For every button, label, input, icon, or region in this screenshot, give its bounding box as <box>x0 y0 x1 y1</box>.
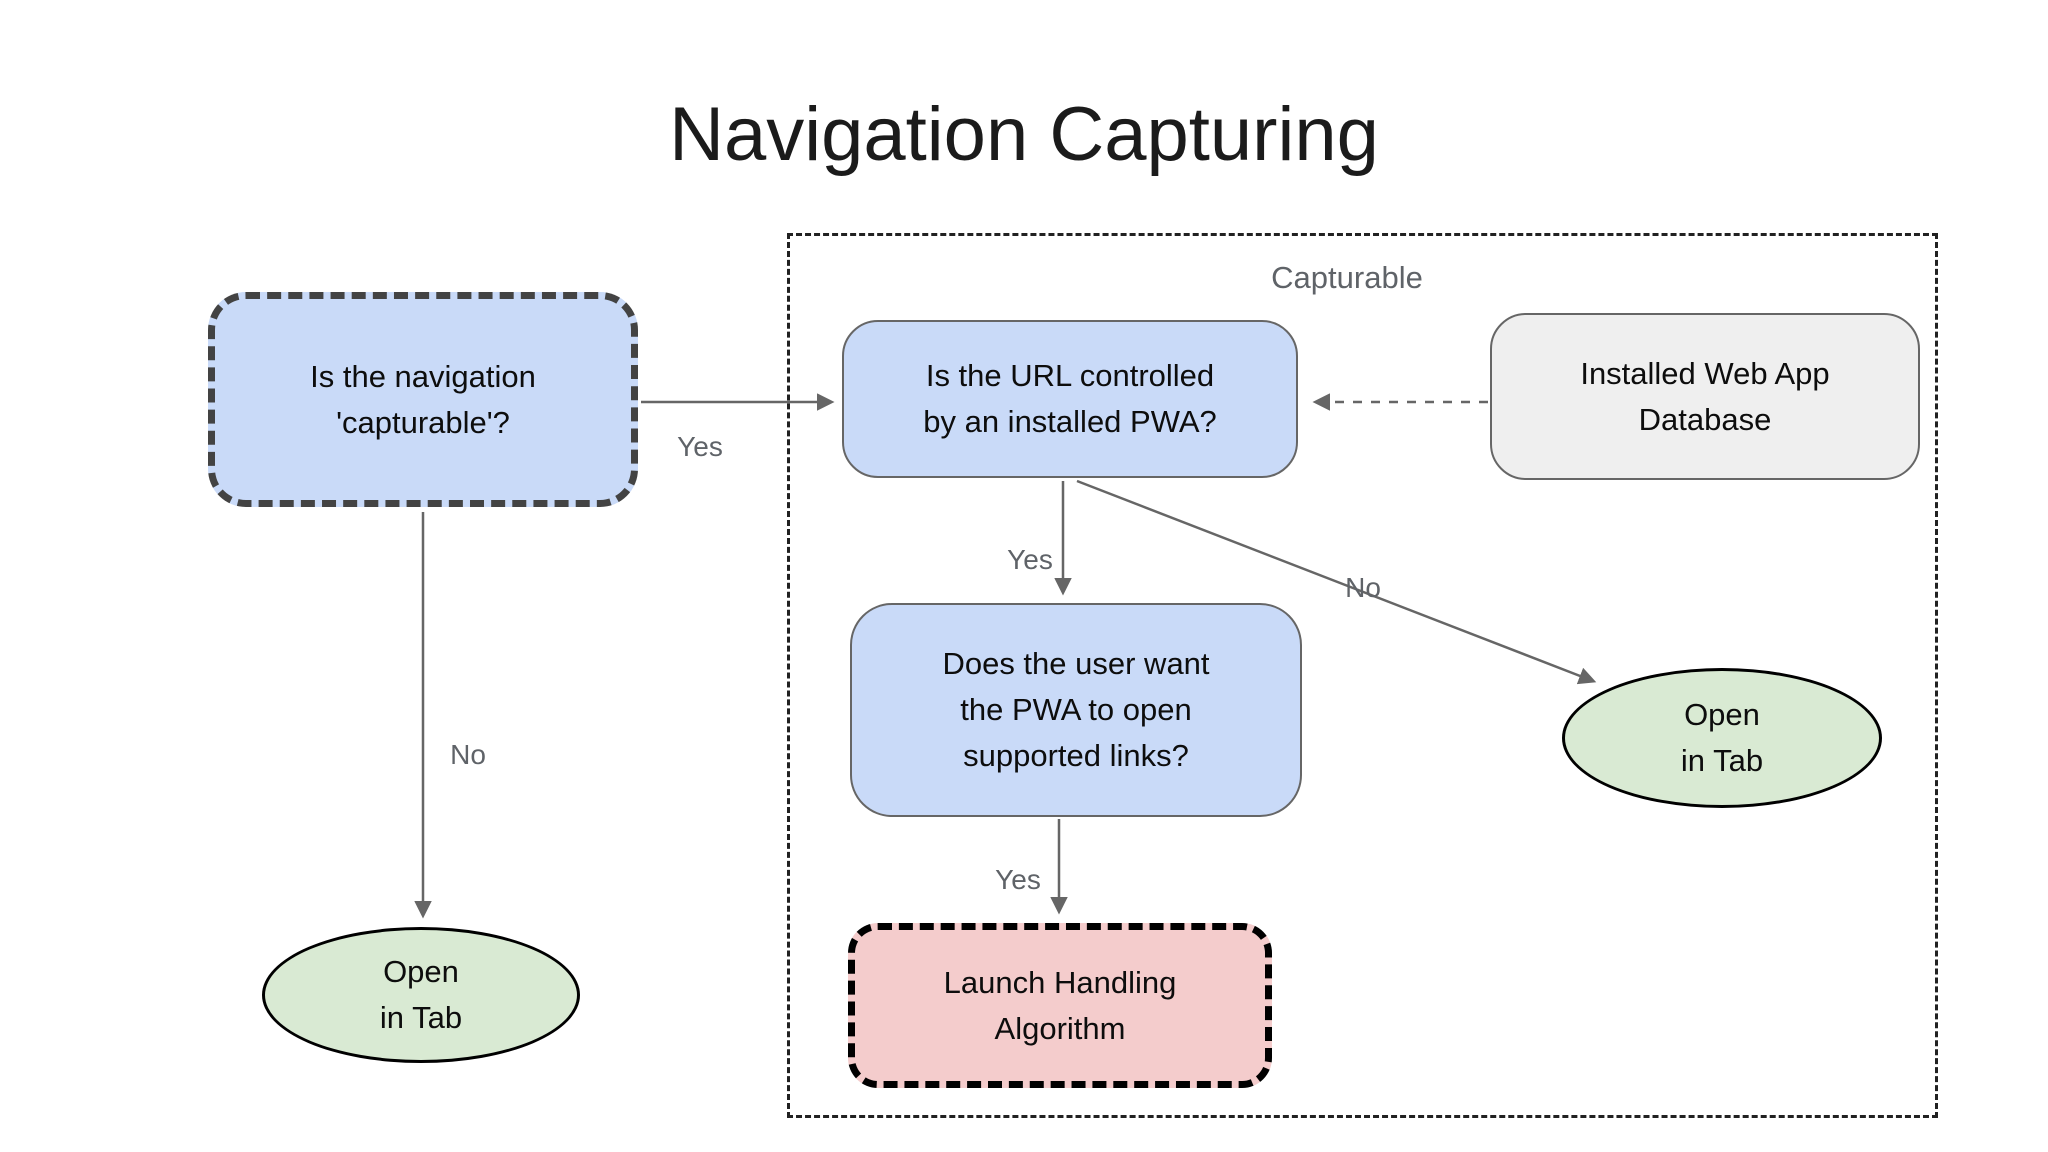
diagram-title: Navigation Capturing <box>669 92 1379 177</box>
node-is-url-controlled-by-pwa: Is the URL controlled by an installed PW… <box>842 320 1298 478</box>
node-open-in-tab-left: Open in Tab <box>262 927 580 1063</box>
edge-label-capturable-yes: Yes <box>677 431 723 462</box>
edge-label-does-yes: Yes <box>995 864 1041 895</box>
node-is-navigation-capturable: Is the navigation 'capturable'? <box>208 292 638 507</box>
node-launch-handling-algorithm: Launch Handling Algorithm <box>848 923 1272 1088</box>
edge-label-capturable-no: No <box>450 739 486 770</box>
edge-pwa-no-arrow <box>1076 479 1597 685</box>
capturable-group-label: Capturable <box>1271 260 1423 295</box>
node-does-user-want-pwa-open-links: Does the user want the PWA to open suppo… <box>850 603 1302 817</box>
edge-label-pwa-yes: Yes <box>1007 544 1053 575</box>
node-open-in-tab-right: Open in Tab <box>1562 668 1882 808</box>
edge-label-pwa-no: No <box>1345 572 1381 603</box>
node-installed-web-app-database: Installed Web App Database <box>1490 313 1920 480</box>
capturable-group-box <box>787 233 1938 1118</box>
